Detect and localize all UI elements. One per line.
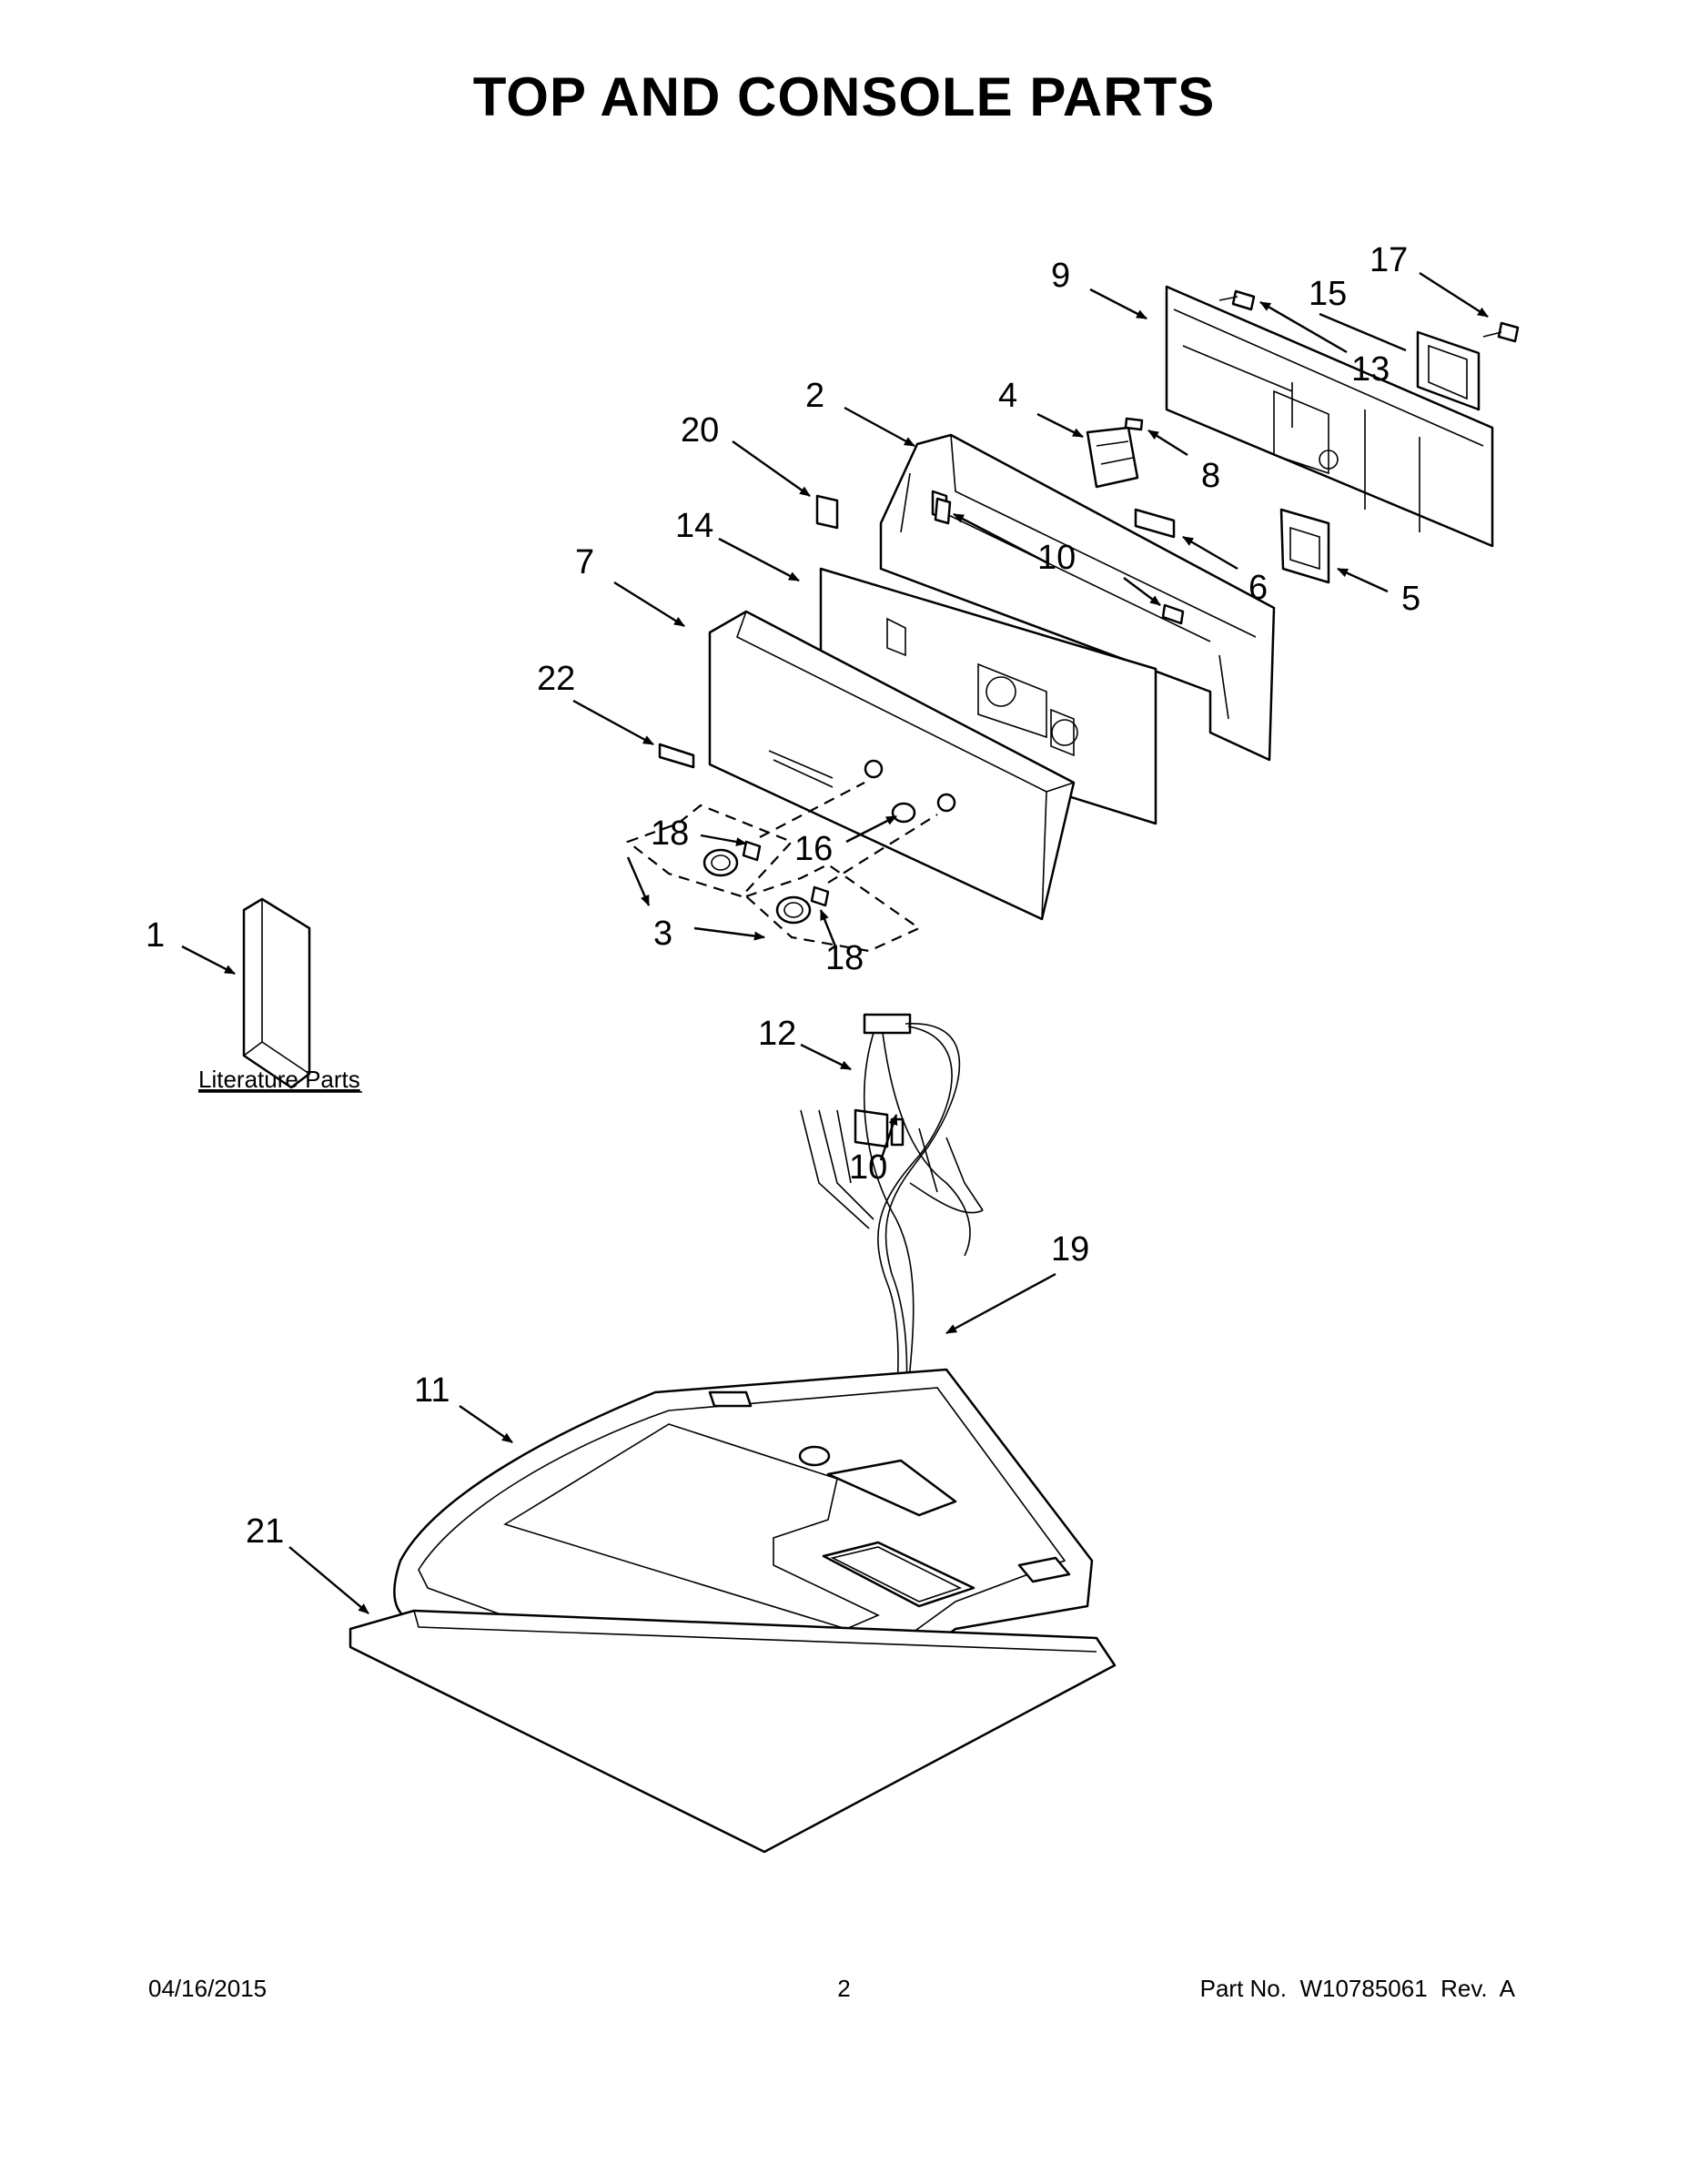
callout-21: 21 (246, 1512, 284, 1551)
part-6-switch (1134, 508, 1176, 539)
part-20-clip (815, 494, 839, 530)
callout-9: 9 (1051, 257, 1070, 295)
callout-18a: 18 (651, 814, 689, 853)
part-5-module (1279, 508, 1330, 584)
part-3-knob-a (702, 848, 739, 877)
leader-lines (181, 271, 1489, 1614)
part-13-screw (1218, 289, 1256, 311)
callout-6: 6 (1248, 569, 1268, 607)
callout-2: 2 (805, 377, 824, 415)
footer-page-number: 2 (837, 1975, 851, 2002)
callout-14: 14 (675, 507, 713, 545)
callout-12: 12 (758, 1015, 796, 1053)
callout-10b: 10 (849, 1148, 887, 1187)
callout-18b: 18 (825, 939, 864, 977)
part-17-screw (1482, 321, 1520, 343)
callout-20: 20 (681, 411, 719, 450)
part-8-screw (1124, 417, 1144, 431)
callout-13: 13 (1351, 350, 1390, 389)
knob-group-frame-a (625, 804, 793, 898)
callout-labels: 9 17 15 13 2 4 20 8 14 10 7 6 5 22 18 16… (146, 241, 1420, 1551)
part-21-pad (349, 1609, 1117, 1854)
callout-19: 19 (1051, 1230, 1089, 1269)
part-18-shaft-b (810, 885, 830, 907)
literature-parts-label: Literature Parts (198, 1066, 360, 1093)
callout-1: 1 (146, 916, 165, 955)
footer-part-number: Part No. W10785061 Rev. A (1199, 1975, 1515, 2002)
footer-date: 04/16/2015 (148, 1975, 268, 2002)
callout-4: 4 (998, 377, 1017, 415)
part-12-bracket (854, 1108, 889, 1148)
callout-22: 22 (537, 660, 575, 698)
callout-8: 8 (1201, 457, 1220, 495)
shaft-axis-a (759, 782, 865, 838)
part-4-switch (1086, 426, 1139, 489)
callout-11: 11 (414, 1371, 450, 1410)
page-title: TOP AND CONSOLE PARTS (472, 66, 1216, 127)
part-16-bezel (891, 802, 916, 824)
part-3-knob-b (775, 895, 812, 925)
shaft-axis-b (827, 814, 938, 884)
callout-16: 16 (794, 830, 833, 868)
callout-17: 17 (1370, 241, 1408, 279)
callout-5: 5 (1401, 580, 1420, 618)
callout-10a: 10 (1037, 539, 1076, 577)
part-1-literature (242, 897, 311, 1089)
callout-15: 15 (1309, 275, 1347, 313)
part-10-screw (934, 497, 952, 525)
part-22-badge (658, 743, 695, 769)
part-15-bracket (1416, 330, 1481, 411)
callout-7: 7 (575, 543, 594, 581)
knob-group-frame-b (743, 863, 922, 953)
callout-3: 3 (653, 915, 672, 953)
part-18-shaft-a (742, 840, 762, 862)
part-7-console (708, 610, 1076, 921)
part-2-console-frame (879, 433, 1276, 762)
part-9-rear-panel (1165, 285, 1494, 548)
